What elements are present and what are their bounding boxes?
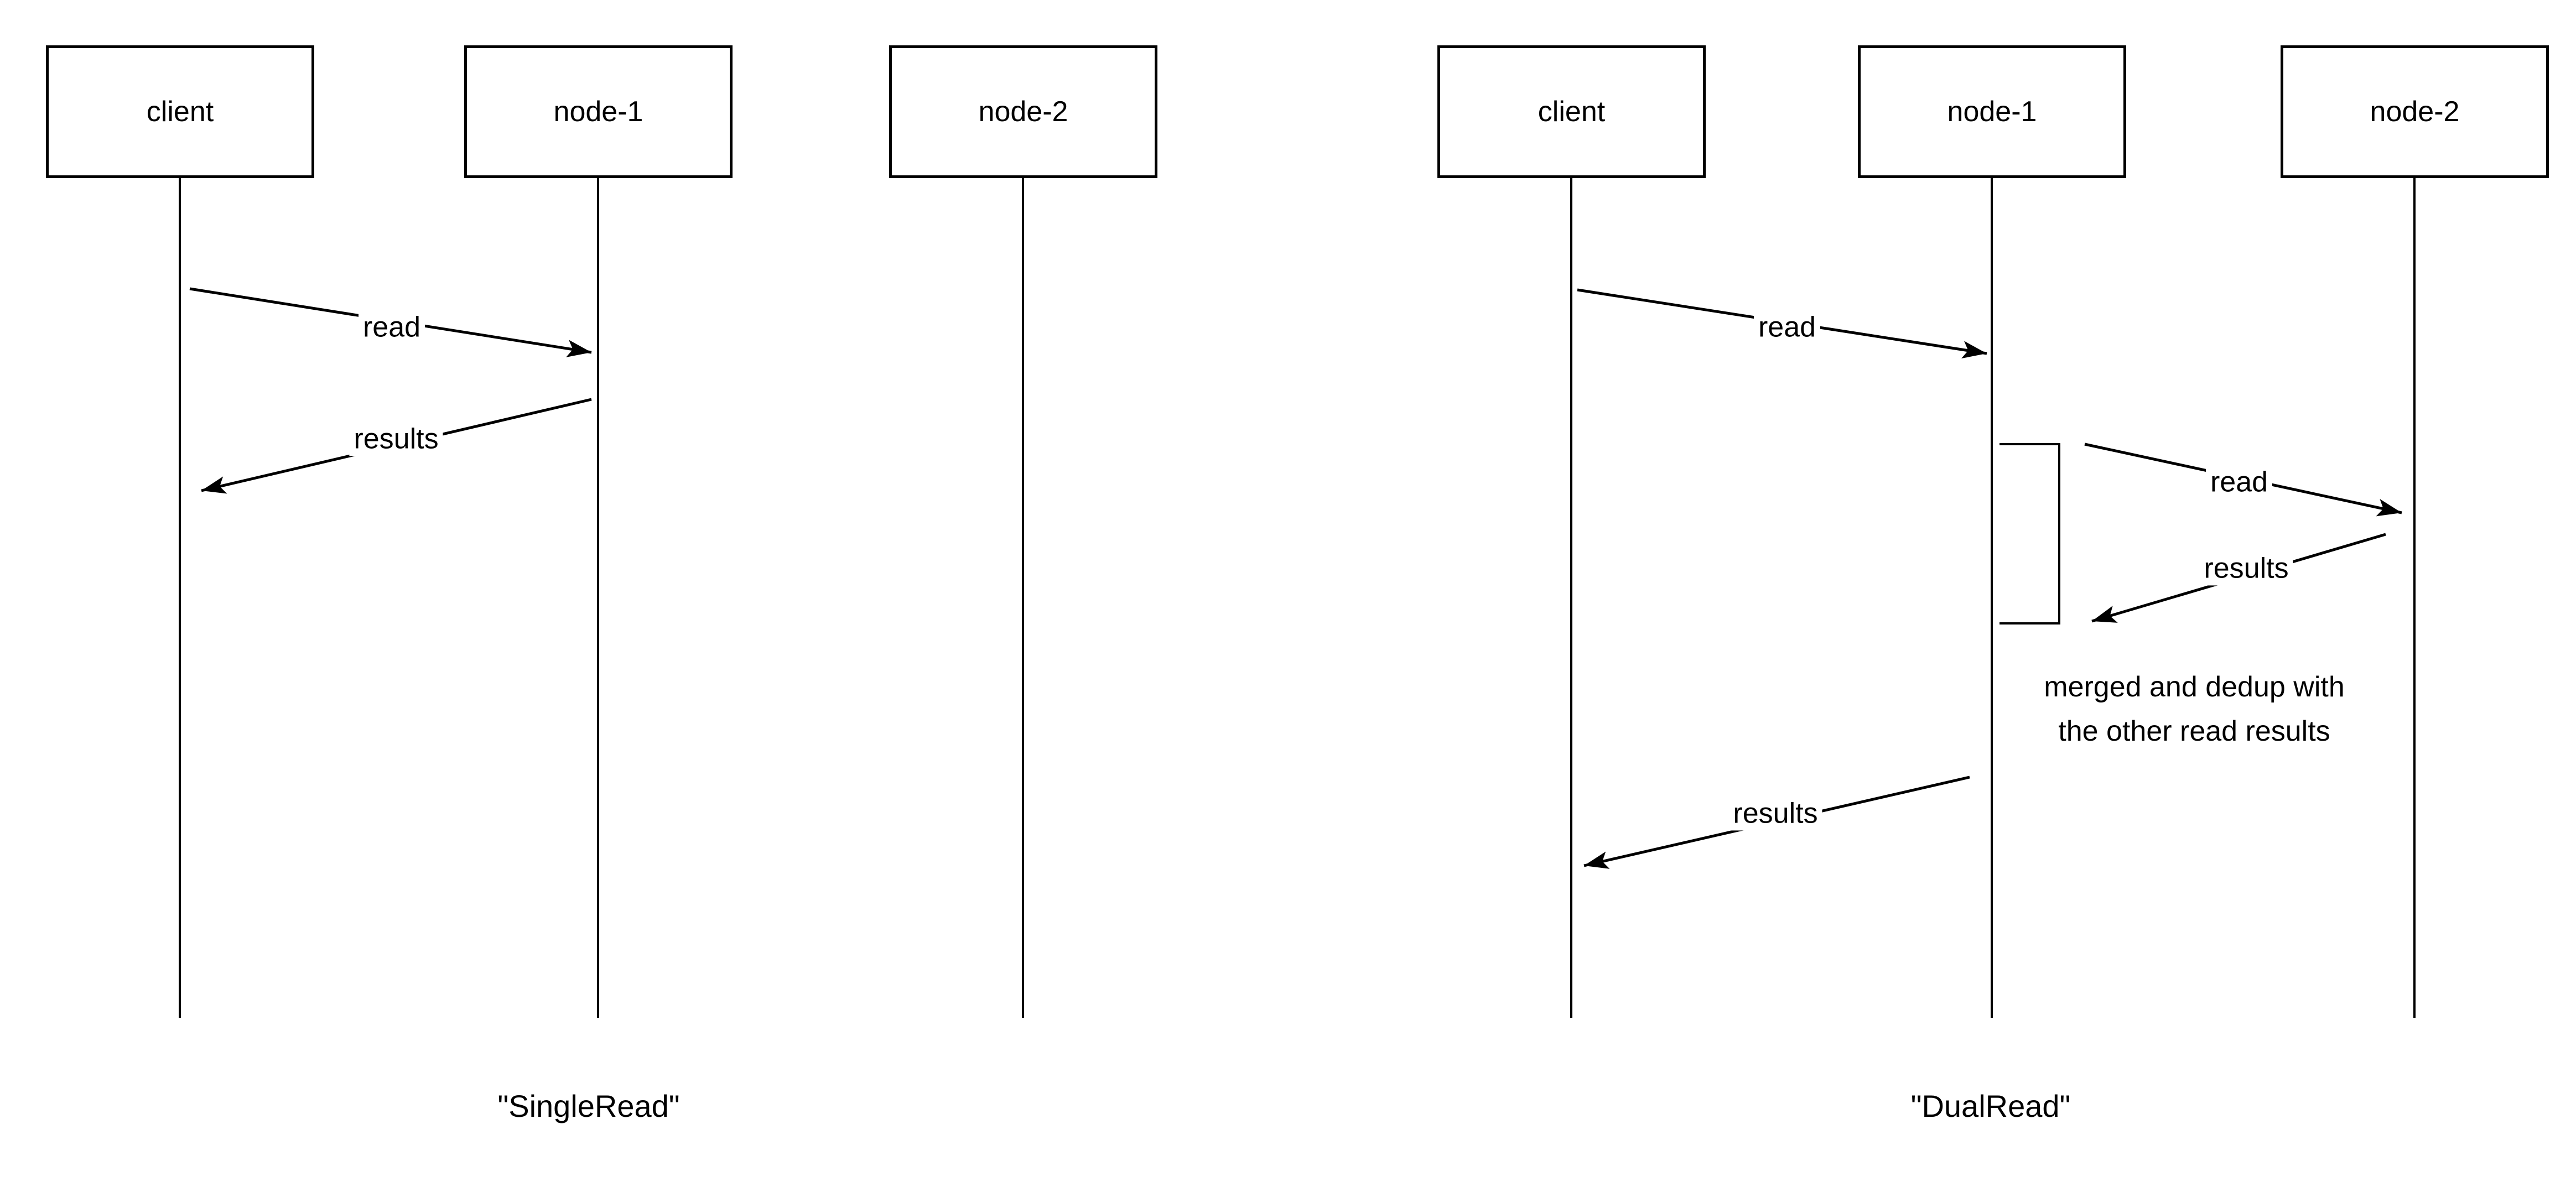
note-line-2: the other read results: [2058, 715, 2330, 747]
message-label-single-results: results: [349, 422, 443, 456]
message-label-dual-read-1: read: [1753, 310, 1821, 345]
actor-box-dual-node2: node-2: [2281, 45, 2549, 178]
message-label-dual-results-1: results: [2199, 551, 2293, 586]
actor-box-dual-client: client: [1437, 45, 1706, 178]
caption-dual-read: "DualRead": [1910, 1089, 2071, 1123]
actor-box-single-node2: node-2: [889, 45, 1157, 178]
caption-single-read: "SingleRead": [497, 1089, 680, 1123]
actor-box-single-node1: node-1: [464, 45, 733, 178]
message-label-dual-results-2: results: [1728, 797, 1822, 831]
activation-bracket-node1: [1999, 443, 2060, 624]
actor-box-single-client: client: [46, 45, 314, 178]
note-line-1: merged and dedup with: [2044, 671, 2345, 703]
message-label-single-read: read: [358, 310, 425, 345]
message-label-dual-read-2: read: [2205, 465, 2273, 499]
note-merged-dedup: merged and dedup with the other read res…: [2044, 665, 2345, 753]
actor-box-dual-node1: node-1: [1858, 45, 2126, 178]
